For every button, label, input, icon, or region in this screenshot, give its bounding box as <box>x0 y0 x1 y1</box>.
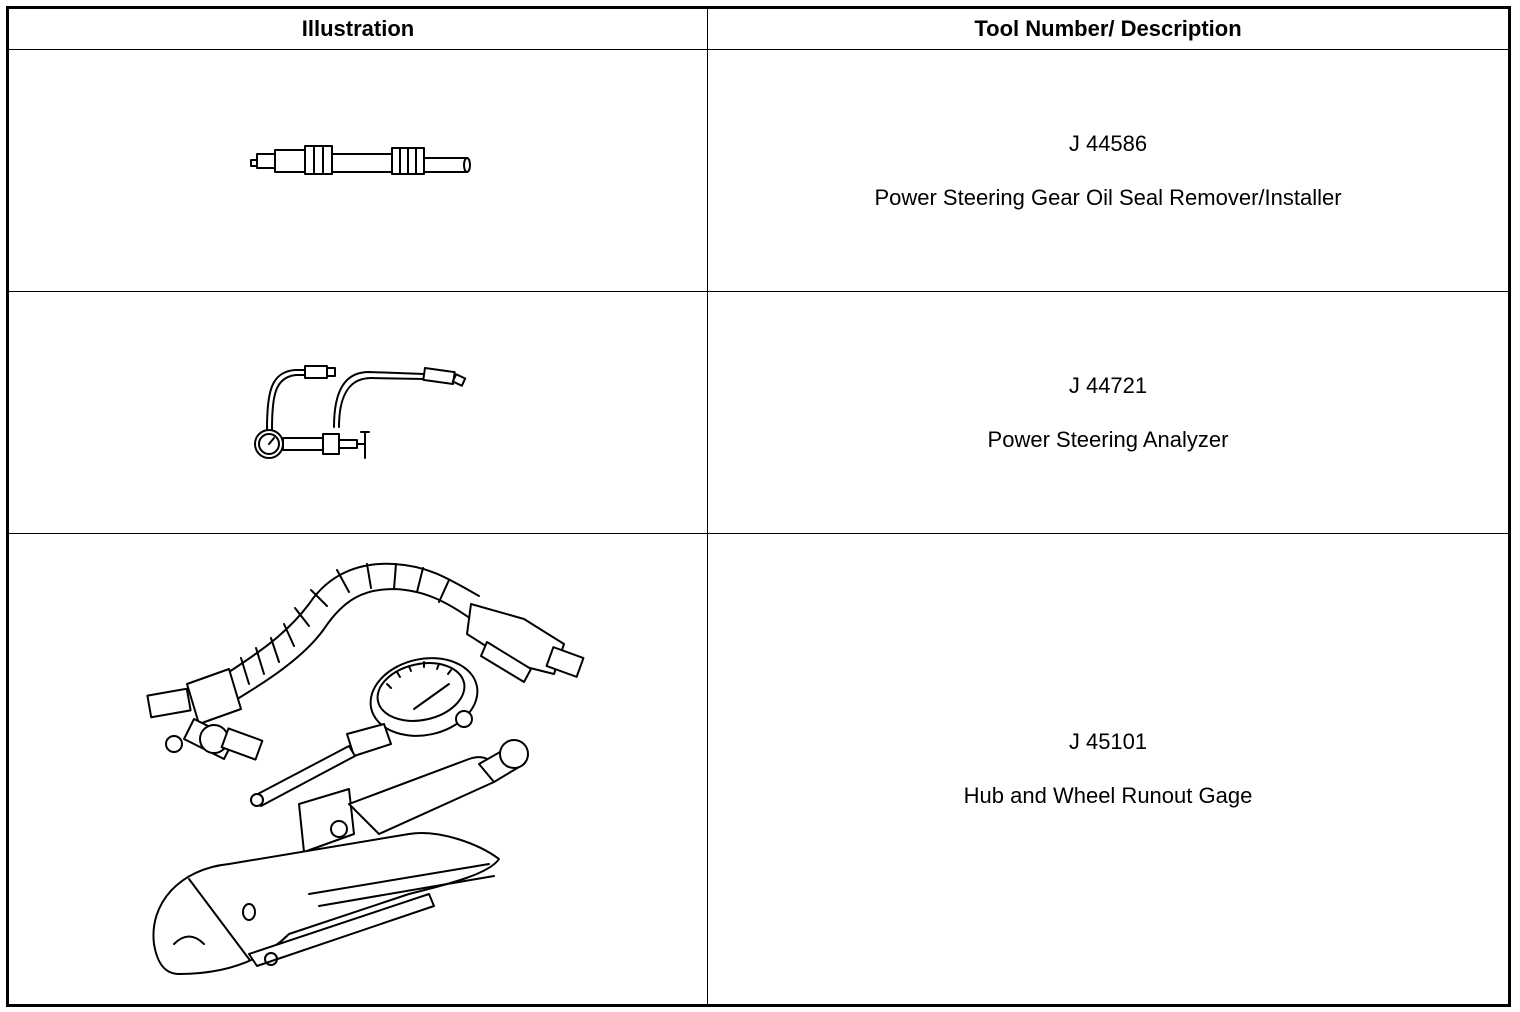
tool-description: Power Steering Analyzer <box>987 426 1229 452</box>
tool-number: J 44586 <box>1068 130 1148 156</box>
illustration-cell <box>7 49 708 292</box>
illustration-cell <box>7 533 708 1006</box>
tool-description: Hub and Wheel Runout Gage <box>963 783 1253 808</box>
header-tool-number-description: Tool Number/ Description <box>707 7 1510 50</box>
table-row: J 45101 Hub and Wheel Runout Gage <box>7 533 1510 1006</box>
table-row: J 44586 Power Steering Gear Oil Seal Rem… <box>7 49 1510 292</box>
header-illustration: Illustration <box>7 7 708 50</box>
tool-description: Power Steering Gear Oil Seal Remover/Ins… <box>874 184 1342 210</box>
tool-description-cell: J 44721 Power Steering Analyzer <box>707 291 1510 534</box>
illustration-cell <box>7 291 708 534</box>
power-steering-analyzer-icon <box>254 365 467 459</box>
seal-remover-installer-icon <box>250 145 471 175</box>
table-row: J 44721 Power Steering Analyzer <box>7 291 1510 534</box>
special-tools-table: Illustration Tool Number/ Description <box>6 6 1511 1007</box>
runout-gage-icon <box>146 562 585 975</box>
tool-description-cell: J 44586 Power Steering Gear Oil Seal Rem… <box>707 49 1510 292</box>
tool-description-cell: J 45101 Hub and Wheel Runout Gage <box>707 533 1510 1006</box>
tool-number: J 44721 <box>1068 372 1148 398</box>
header-row: Illustration Tool Number/ Description <box>7 7 1510 50</box>
tool-number: J 45101 <box>1068 729 1148 754</box>
